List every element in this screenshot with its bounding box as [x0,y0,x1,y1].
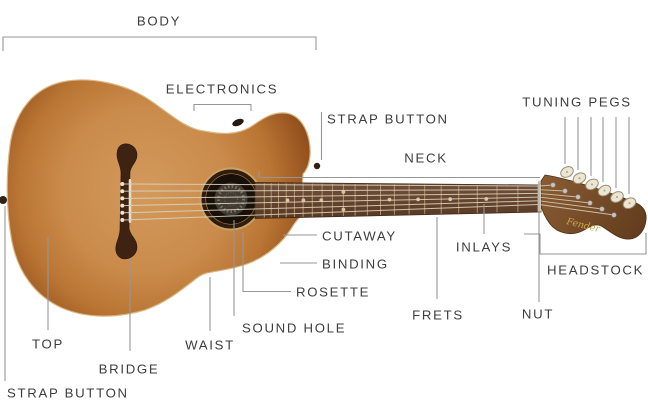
label-waist: WAIST [185,337,235,353]
label-tuning-pegs: TUNING PEGS [522,94,632,110]
tuning-peg-screw [616,196,618,198]
bridge-graphic [115,143,138,260]
tuning-peg-screw [566,171,568,173]
label-body: BODY [136,13,182,29]
string-headstock [538,196,591,204]
label-headstock: HEADSTOCK [547,262,645,278]
tuner-post [562,188,568,194]
bridge-pins [120,182,125,222]
label-inlays: INLAYS [455,239,513,255]
label-cutaway: CUTAWAY [322,228,397,244]
label-strap-button-top: STRAP BUTTON [327,111,449,127]
inlay-dot-double [341,190,346,194]
label-top: TOP [32,336,64,352]
inlay-dot [285,198,290,203]
tuning-peg-screw [628,202,631,205]
label-sound-hole: SOUND HOLE [242,320,347,336]
string-headstock [538,189,566,192]
tuner-post [587,200,593,206]
tuner-post [575,194,581,200]
label-bridge: BRIDGE [98,361,160,377]
leader-neck [258,171,540,179]
strap-button-top-knob [313,162,321,170]
tuner-post [599,206,605,212]
tuner-post [611,212,617,218]
string [123,196,540,207]
tuning-peg-screw [603,189,606,192]
leader-headstock [524,233,647,255]
leader-body [2,36,317,51]
label-electronics: ELECTRONICS [165,81,279,97]
label-frets: FRETS [412,307,464,323]
label-strap-button-bottom: STRAP BUTTON [7,385,129,401]
strap-button-bottom-knob [0,196,7,204]
label-neck: NECK [404,150,448,166]
tuning-peg-screw [578,177,581,180]
inlay-dot-double [341,207,346,212]
tuner-post [550,182,556,188]
string [123,189,540,192]
label-binding: BINDING [322,256,389,272]
label-nut: NUT [521,306,555,322]
string [123,183,540,187]
string [123,192,540,199]
string [123,204,540,221]
inlay-dot [301,198,306,203]
string-headstock [538,204,615,216]
string-headstock [538,192,579,198]
leader-rosette [242,232,291,293]
leader-electronics [193,103,252,111]
string [123,200,540,214]
string-headstock [538,200,603,210]
fretboard [254,182,542,219]
label-rosette: ROSETTE [296,284,371,300]
electronics-preamp-knob [232,118,244,127]
tuning-peg-screw [591,183,593,186]
bridge-saddle [128,179,132,223]
